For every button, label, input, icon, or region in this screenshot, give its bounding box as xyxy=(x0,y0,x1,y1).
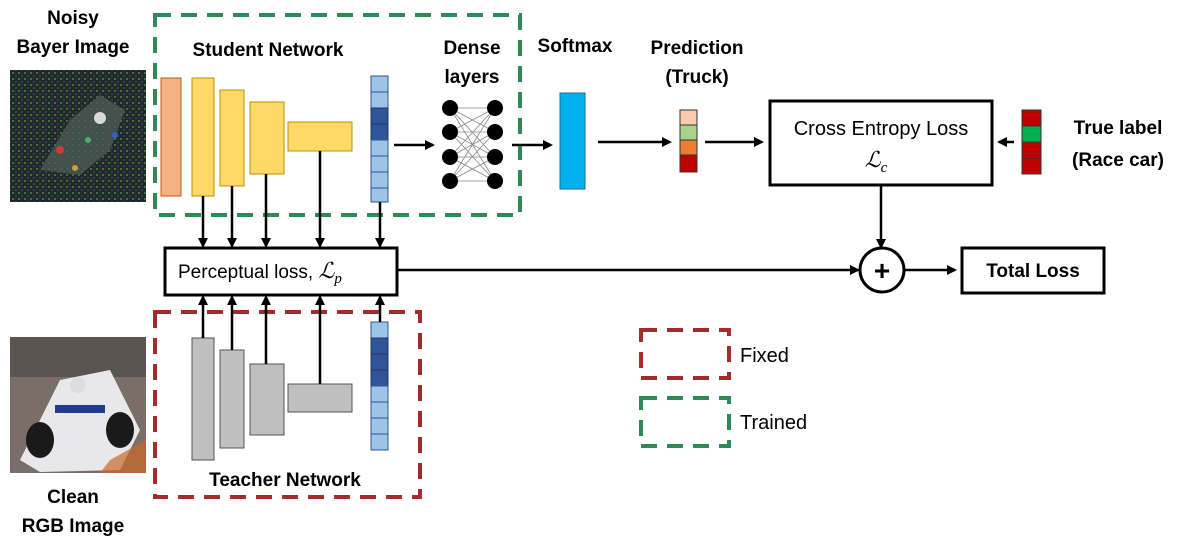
dense-label-2: layers xyxy=(445,67,500,88)
student-network-title: Student Network xyxy=(193,40,344,61)
teacher-network-title: Teacher Network xyxy=(209,470,361,491)
student-network-box xyxy=(153,13,522,217)
teacher-feature-vector xyxy=(370,321,389,451)
noisy-bayer-image xyxy=(10,70,146,202)
perceptual-loss-label: Perceptual loss, ℒp xyxy=(178,258,342,287)
student-layer-4 xyxy=(249,101,285,175)
plus-symbol: + xyxy=(874,255,890,286)
noisy-image-label-1: Noisy xyxy=(47,8,99,29)
student-feature-vector xyxy=(370,75,389,203)
sum-circle-icon xyxy=(858,246,906,294)
dense-nodes xyxy=(442,100,503,189)
flow-arrows xyxy=(394,137,1014,275)
cross-entropy-box xyxy=(768,99,994,187)
teacher-layer-1 xyxy=(191,337,215,461)
student-layer-1 xyxy=(160,77,182,197)
softmax-label: Softmax xyxy=(538,36,613,57)
total-loss-label: Total Loss xyxy=(986,261,1080,282)
total-loss-box xyxy=(960,246,1106,295)
true-label-2: (Race car) xyxy=(1072,150,1164,171)
ce-loss-symbol: ℒc xyxy=(865,147,888,176)
legend-trained-label: Trained xyxy=(740,412,807,434)
legend-trained-swatch xyxy=(639,396,731,448)
clean-image-label-2: RGB Image xyxy=(22,516,124,537)
legend-fixed-label: Fixed xyxy=(740,345,789,367)
prediction-label-2: (Truck) xyxy=(665,67,728,88)
dense-layers xyxy=(449,107,496,182)
teacher-layer-4 xyxy=(287,383,353,413)
student-to-perceptual-arrows xyxy=(198,151,385,248)
true-label-vector xyxy=(1021,109,1042,175)
student-layer-2 xyxy=(191,77,215,197)
teacher-layer-3 xyxy=(249,363,285,436)
perceptual-loss-box xyxy=(163,246,399,297)
softmax-bar xyxy=(559,92,586,190)
dense-label-1: Dense xyxy=(443,38,500,59)
teacher-layer-2 xyxy=(219,349,245,449)
prediction-label-1: Prediction xyxy=(651,38,744,59)
clean-rgb-image xyxy=(10,337,146,473)
noisy-image-label-2: Bayer Image xyxy=(16,37,129,58)
prediction-vector xyxy=(679,109,698,173)
true-label-1: True label xyxy=(1074,118,1163,139)
cross-entropy-label: Cross Entropy Loss xyxy=(794,118,969,140)
clean-image-label-1: Clean xyxy=(47,487,99,508)
teacher-network-box xyxy=(153,310,422,499)
legend-fixed-swatch xyxy=(639,328,731,380)
student-layer-5 xyxy=(287,121,353,152)
teacher-to-perceptual-arrows xyxy=(198,295,385,384)
student-layer-3 xyxy=(219,89,245,187)
